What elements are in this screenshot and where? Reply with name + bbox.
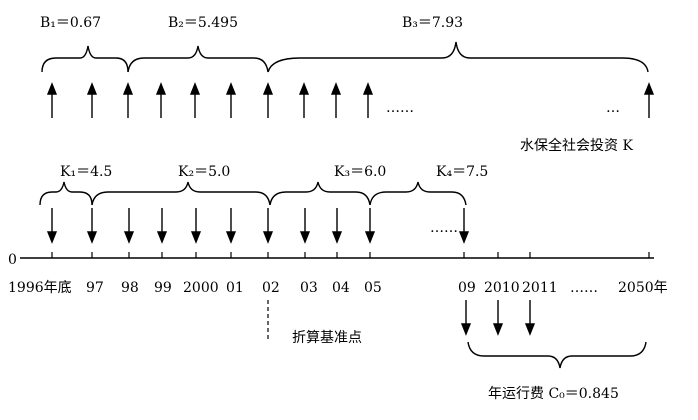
brace-operating-cost bbox=[467, 341, 647, 369]
down-arrow bbox=[225, 208, 237, 244]
brace-b2 bbox=[127, 45, 269, 73]
tick-label: 03 bbox=[300, 280, 318, 296]
investment-k3-label: K₃＝6.0 bbox=[334, 164, 386, 180]
down-arrow bbox=[331, 208, 343, 244]
operating-cost-arrows bbox=[460, 300, 536, 336]
up-arrow bbox=[122, 82, 134, 118]
down-arrow bbox=[262, 208, 274, 244]
tick-label: 99 bbox=[154, 280, 172, 296]
benefit-b2-label: B₂＝5.495 bbox=[168, 15, 238, 31]
tick-label: 97 bbox=[86, 280, 104, 296]
investment-k4-label: K₄＝7.5 bbox=[436, 164, 488, 180]
tick-label: 2000 bbox=[183, 280, 219, 296]
down-arrow bbox=[156, 208, 168, 244]
down-arrow bbox=[86, 208, 98, 244]
down-arrow bbox=[460, 300, 472, 336]
down-arrow bbox=[190, 208, 202, 244]
axis-ticks bbox=[51, 252, 650, 258]
up-arrow bbox=[155, 82, 167, 118]
down-arrow bbox=[364, 208, 376, 244]
investment-arrows bbox=[46, 208, 470, 244]
up-arrow bbox=[189, 82, 201, 118]
axis-tick-labels: 1996年底 97 98 99 2000 01 02 03 04 05 09 2… bbox=[8, 280, 668, 296]
benefit-b1-label: B₁＝0.67 bbox=[40, 15, 101, 31]
operating-cost-label: 年运行费 C₀＝0.845 bbox=[488, 386, 619, 402]
investment-dots: …… bbox=[430, 220, 458, 236]
tick-label: 2011 bbox=[522, 280, 558, 296]
down-arrow bbox=[299, 208, 311, 244]
benefit-arrows bbox=[46, 82, 655, 118]
down-arrow bbox=[524, 300, 536, 336]
tick-label: 98 bbox=[121, 280, 139, 296]
base-point-label: 折算基准点 bbox=[292, 329, 362, 346]
brace-k3 bbox=[269, 181, 371, 206]
tick-label: 05 bbox=[364, 280, 382, 296]
benefit-b3-label: B₃＝7.93 bbox=[402, 15, 463, 31]
investment-k1-label: K₁＝4.5 bbox=[60, 164, 112, 180]
brace-k4 bbox=[369, 181, 467, 206]
tick-label: 2050年 bbox=[618, 280, 668, 296]
tick-label: 02 bbox=[262, 280, 280, 296]
brace-b3 bbox=[267, 41, 649, 73]
down-arrow bbox=[458, 208, 470, 244]
down-arrow bbox=[46, 208, 58, 244]
up-arrow bbox=[362, 82, 374, 118]
brace-k2 bbox=[91, 181, 271, 206]
up-arrow bbox=[643, 82, 655, 118]
down-arrow bbox=[492, 300, 504, 336]
up-arrow bbox=[86, 82, 98, 118]
benefit-dots-right: … bbox=[606, 100, 620, 116]
brace-k1 bbox=[39, 181, 93, 206]
up-arrow bbox=[262, 82, 274, 118]
axis-zero-label: 0 bbox=[8, 252, 17, 268]
up-arrow bbox=[330, 82, 342, 118]
up-arrow bbox=[46, 82, 58, 118]
tick-label: 01 bbox=[226, 280, 244, 296]
benefit-dots-left: …… bbox=[386, 100, 414, 116]
up-arrow bbox=[225, 82, 237, 118]
tick-label: 2010 bbox=[484, 280, 520, 296]
tick-label: 04 bbox=[332, 280, 350, 296]
tick-label: …… bbox=[570, 280, 598, 296]
tick-label: 1996年底 bbox=[8, 280, 72, 296]
up-arrow bbox=[298, 82, 310, 118]
tick-label: 09 bbox=[458, 280, 476, 296]
brace-b1 bbox=[41, 45, 129, 73]
investment-k2-label: K₂＝5.0 bbox=[178, 164, 230, 180]
benefit-caption: 水保全社会投资 K bbox=[520, 137, 633, 154]
down-arrow bbox=[123, 208, 135, 244]
